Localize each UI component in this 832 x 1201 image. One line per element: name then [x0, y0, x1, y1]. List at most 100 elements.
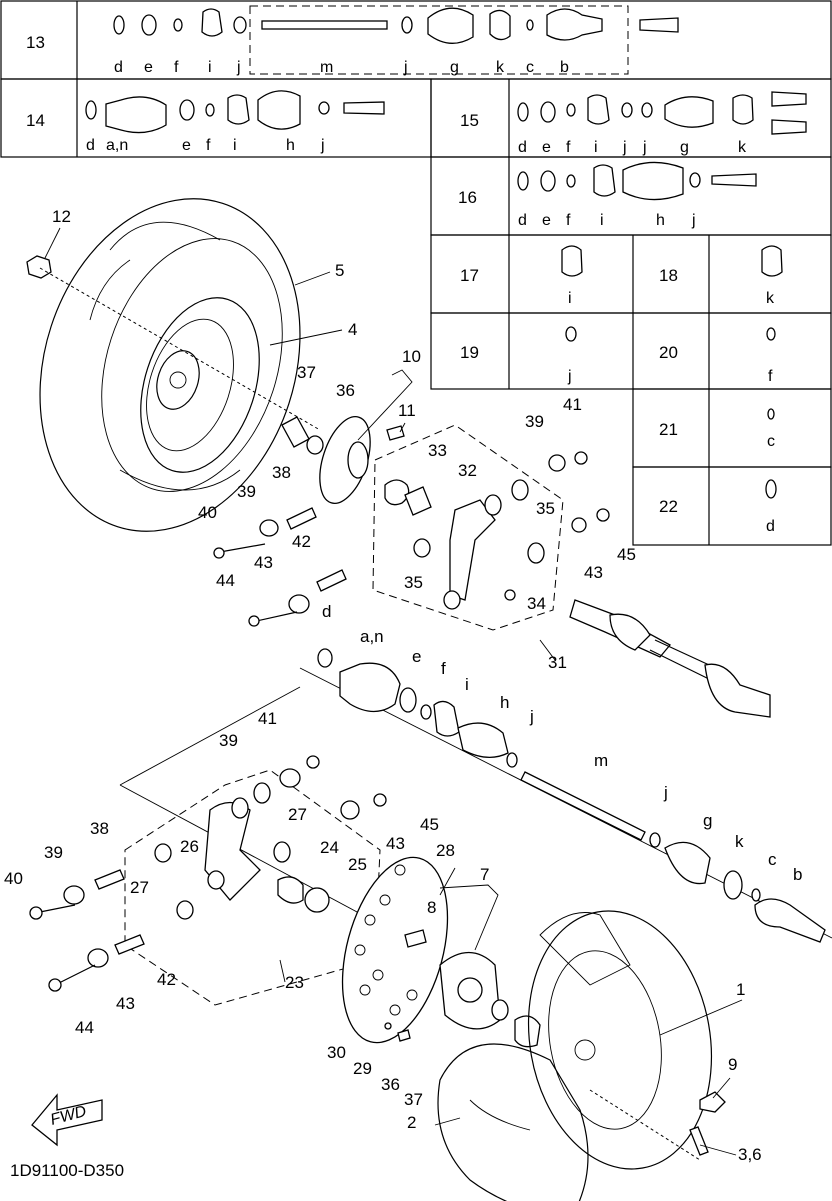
tire-upper	[39, 198, 301, 532]
kit-13-part-label: i	[208, 59, 212, 76]
callout: 30	[327, 1043, 346, 1062]
callout: 35	[404, 573, 423, 592]
kit-15-part-label: k	[738, 139, 747, 156]
callout: 27	[130, 878, 149, 897]
kit-22-part-label: d	[766, 518, 775, 535]
leader-lines	[44, 227, 743, 1156]
callout: 45	[420, 815, 439, 834]
callout: f	[441, 659, 446, 678]
callout: 33	[428, 441, 447, 460]
kit-16-parts: d e f i h j	[517, 161, 757, 229]
callout: 32	[458, 461, 477, 480]
kit-13-part-label: b	[560, 59, 569, 76]
kit-21-part-label: c	[767, 433, 775, 450]
kit-20-number: 20	[659, 343, 678, 362]
callout: 25	[348, 855, 367, 874]
kit-13-part-label: e	[144, 59, 153, 76]
callout: 41	[563, 395, 582, 414]
callout: 42	[292, 532, 311, 551]
kit-14-part-label: e	[182, 137, 191, 154]
callout: 12	[52, 207, 71, 226]
kit-22-number: 22	[659, 497, 678, 516]
callout: j	[529, 707, 534, 726]
callout: 42	[157, 970, 176, 989]
kit-14-number: 14	[26, 111, 45, 130]
callout: 11	[398, 401, 416, 420]
callout: 4	[348, 320, 357, 339]
callout: 43	[116, 994, 135, 1013]
callout: m	[594, 751, 608, 770]
callout: 2	[407, 1113, 416, 1132]
callout: g	[703, 811, 712, 830]
callout: 36	[381, 1075, 400, 1094]
callout: 40	[198, 503, 217, 522]
callout: 39	[44, 843, 63, 862]
callout: 35	[536, 499, 555, 518]
kit-15-part-label: j	[622, 139, 627, 156]
fwd-arrow: FWD	[31, 1093, 103, 1147]
callout: 39	[219, 731, 238, 750]
kit-14-part-label: d	[86, 137, 95, 154]
callout: 1	[736, 980, 745, 999]
kit-16-number: 16	[458, 188, 477, 207]
callout: 40	[4, 869, 23, 888]
callout: 28	[436, 841, 455, 860]
kit-15-part-label: g	[680, 139, 689, 156]
callout: 27	[288, 805, 307, 824]
callout: c	[768, 850, 777, 869]
callout: j	[663, 783, 668, 802]
callout: d	[322, 602, 331, 621]
brake-disc	[341, 856, 449, 1044]
kit-18-part-label: k	[766, 290, 775, 307]
wheel-upper	[140, 297, 260, 473]
kit-17-number: 17	[460, 266, 479, 285]
callout: 43	[386, 834, 405, 853]
kit-19-part-label: j	[567, 368, 572, 385]
callout: 37	[404, 1090, 423, 1109]
kit-15-part-label: e	[542, 139, 551, 156]
kit-17-part-label: i	[568, 290, 572, 307]
callout: 7	[480, 865, 489, 884]
callout: 44	[216, 571, 235, 590]
kit-15-part-label: d	[518, 139, 527, 156]
tire-lower	[437, 1043, 589, 1201]
kit-13-part-label: k	[496, 59, 505, 76]
callout: 10	[402, 347, 421, 366]
callout: h	[500, 693, 509, 712]
kit-13-part-label: c	[526, 59, 534, 76]
callout: a,n	[360, 627, 384, 646]
kit-13-part-label: g	[450, 59, 459, 76]
kit-16-part-label: d	[518, 212, 527, 229]
callout: 37	[297, 363, 316, 382]
callout: 9	[728, 1055, 737, 1074]
kit-18-number: 18	[659, 266, 678, 285]
kit-16-part-label: j	[691, 212, 696, 229]
kit-14-parts: d a,n e f i h j	[85, 90, 385, 154]
callout: 5	[335, 261, 344, 280]
kit-16-part-label: h	[656, 212, 665, 229]
shaft-explode	[119, 648, 832, 943]
callout: 36	[336, 381, 355, 400]
callout: 41	[258, 709, 277, 728]
kit-15-part-label: i	[594, 139, 598, 156]
callout: 31	[548, 653, 567, 672]
callout: 44	[75, 1018, 94, 1037]
kit-15-part-label: f	[566, 139, 571, 156]
kit-20-part-label: f	[768, 368, 773, 385]
kit-13-part-label: d	[114, 59, 123, 76]
callout: 8	[427, 898, 436, 917]
upper-assembly	[26, 198, 771, 718]
callout: e	[412, 647, 421, 666]
callout: 26	[180, 837, 199, 856]
diagram-code: 1D91100-D350	[10, 1161, 124, 1180]
kit-13-part-label: m	[320, 59, 333, 76]
callout: 45	[617, 545, 636, 564]
kit-16-part-label: i	[600, 212, 604, 229]
kit-19-number: 19	[460, 343, 479, 362]
callout: b	[793, 865, 802, 884]
wheel-lower	[527, 910, 713, 1170]
callout: 29	[353, 1059, 372, 1078]
kit-14-part-label: f	[206, 137, 211, 154]
kit-15-parts: d e f i j j g k	[517, 91, 807, 156]
callout: 24	[320, 838, 339, 857]
